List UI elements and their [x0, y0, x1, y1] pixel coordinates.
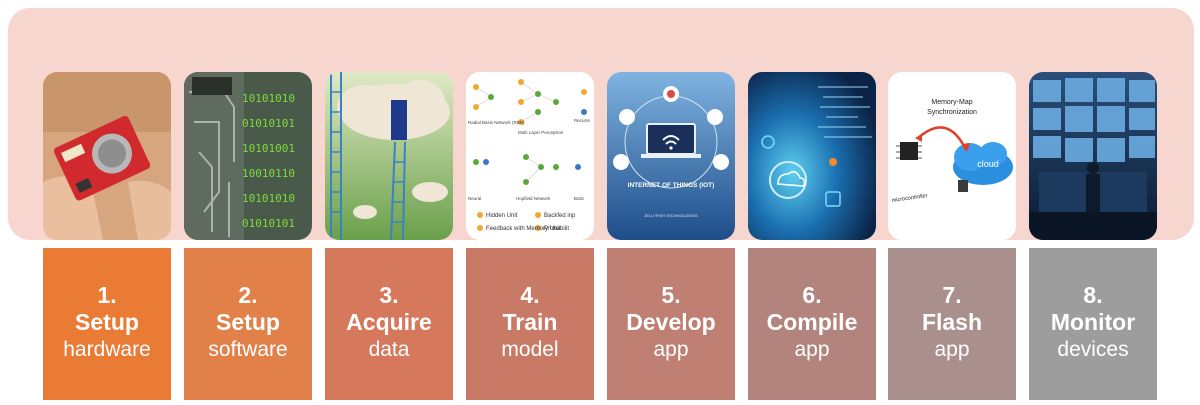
step-number: 5.: [661, 282, 681, 308]
mm-title-1: Memory-Map: [931, 99, 972, 106]
step-number: 1.: [97, 282, 117, 308]
iot-graphic: INTERNET OF THINGS (IOT) JELLYFISH TECHN…: [607, 72, 735, 240]
iot-company: JELLYFISH TECHNOLOGIES: [644, 213, 698, 218]
iot-title: INTERNET OF THINGS (IOT): [628, 182, 715, 189]
binary-line-4: 10010110: [242, 167, 295, 180]
monitor-screens-graphic: [1029, 72, 1157, 240]
cloud-ladders-image: [325, 72, 453, 240]
binary-line-5: 10101010: [242, 192, 295, 205]
step-subtitle: app: [794, 338, 830, 361]
nn-neural-label: Neural: [468, 196, 481, 201]
nn-recur-label: Recurre: [574, 118, 591, 123]
step-3-label: 3. Acquire data: [325, 248, 453, 400]
iot-image: INTERNET OF THINGS (IOT) JELLYFISH TECHN…: [607, 72, 735, 240]
memory-map-image: Memory-Map Synchronization cloud microco…: [888, 72, 1016, 240]
step-subtitle: data: [368, 338, 410, 361]
step-number: 8.: [1083, 282, 1103, 308]
step-subtitle: software: [208, 338, 288, 361]
binary-line-6: 01010101: [242, 217, 295, 230]
binary-line-1: 10101010: [242, 92, 295, 105]
step-subtitle: app: [653, 338, 689, 361]
memory-map-graphic: Memory-Map Synchronization cloud microco…: [888, 72, 1016, 240]
binary-line-2: 01010101: [242, 117, 295, 130]
step-8-label: 8. Monitor devices: [1029, 248, 1157, 400]
step-2-label: 2. Setup software: [184, 248, 312, 400]
nn-memory-legend: Feedback with Memory Unit: [486, 226, 561, 232]
step-subtitle: app: [934, 338, 970, 361]
step-title: Train: [502, 309, 558, 335]
neural-network-image: Radial Basis Network (RBN) Multi Layer P…: [466, 72, 594, 240]
mm-title-2: Synchronization: [927, 109, 977, 116]
nn-backfed-legend: Backfed inp: [544, 213, 576, 219]
neural-network-graphic: Radial Basis Network (RBN) Multi Layer P…: [466, 72, 594, 240]
code-cloud-graphic: [748, 72, 876, 240]
step-title: Setup: [216, 309, 280, 335]
step-subtitle: model: [501, 338, 559, 361]
step-5-label: 5. Develop app: [607, 248, 735, 400]
step-title: Develop: [626, 309, 716, 335]
nn-prob-legend: Probabilit: [544, 226, 569, 232]
step-4-label: 4. Train model: [466, 248, 594, 400]
step-subtitle: devices: [1057, 338, 1129, 361]
binary-line-3: 10101001: [242, 142, 295, 155]
nn-hidden-legend: Hidden Unit: [486, 213, 518, 219]
step-number: 4.: [520, 282, 540, 308]
code-cloud-image: [748, 72, 876, 240]
monitor-screens-image: [1029, 72, 1157, 240]
step-6-label: 6. Compile app: [748, 248, 876, 400]
step-title: Acquire: [346, 309, 432, 335]
circuit-binary-image: 10101010 01010101 10101001 10010110 1010…: [184, 72, 312, 240]
step-title: Compile: [766, 309, 858, 335]
step-7-label: 7. Flash app: [888, 248, 1016, 400]
mm-cloud-label: cloud: [977, 159, 999, 169]
step-title: Monitor: [1050, 309, 1136, 335]
step-number: 3.: [379, 282, 399, 308]
mm-micro-label: microcontroller: [891, 193, 928, 204]
step-number: 2.: [238, 282, 258, 308]
nn-hopfield-label: Hopfield Network: [516, 196, 551, 201]
step-subtitle: hardware: [63, 338, 151, 361]
cloud-ladders-graphic: [325, 72, 453, 240]
circuit-binary-graphic: 10101010 01010101 10101001 10010110 1010…: [184, 72, 312, 240]
nn-mlp-label: Multi Layer Perceptron: [518, 130, 564, 135]
step-1-label: 1. Setup hardware: [43, 248, 171, 400]
nn-boltz-label: Boltz: [574, 196, 585, 201]
hardware-board-image: [43, 72, 171, 240]
step-title: Flash: [921, 309, 983, 335]
step-title: Setup: [75, 309, 139, 335]
nn-rbn-label: Radial Basis Network (RBN): [468, 120, 525, 125]
hardware-board-graphic: [43, 72, 171, 240]
step-number: 6.: [802, 282, 822, 308]
step-number: 7.: [942, 282, 962, 308]
